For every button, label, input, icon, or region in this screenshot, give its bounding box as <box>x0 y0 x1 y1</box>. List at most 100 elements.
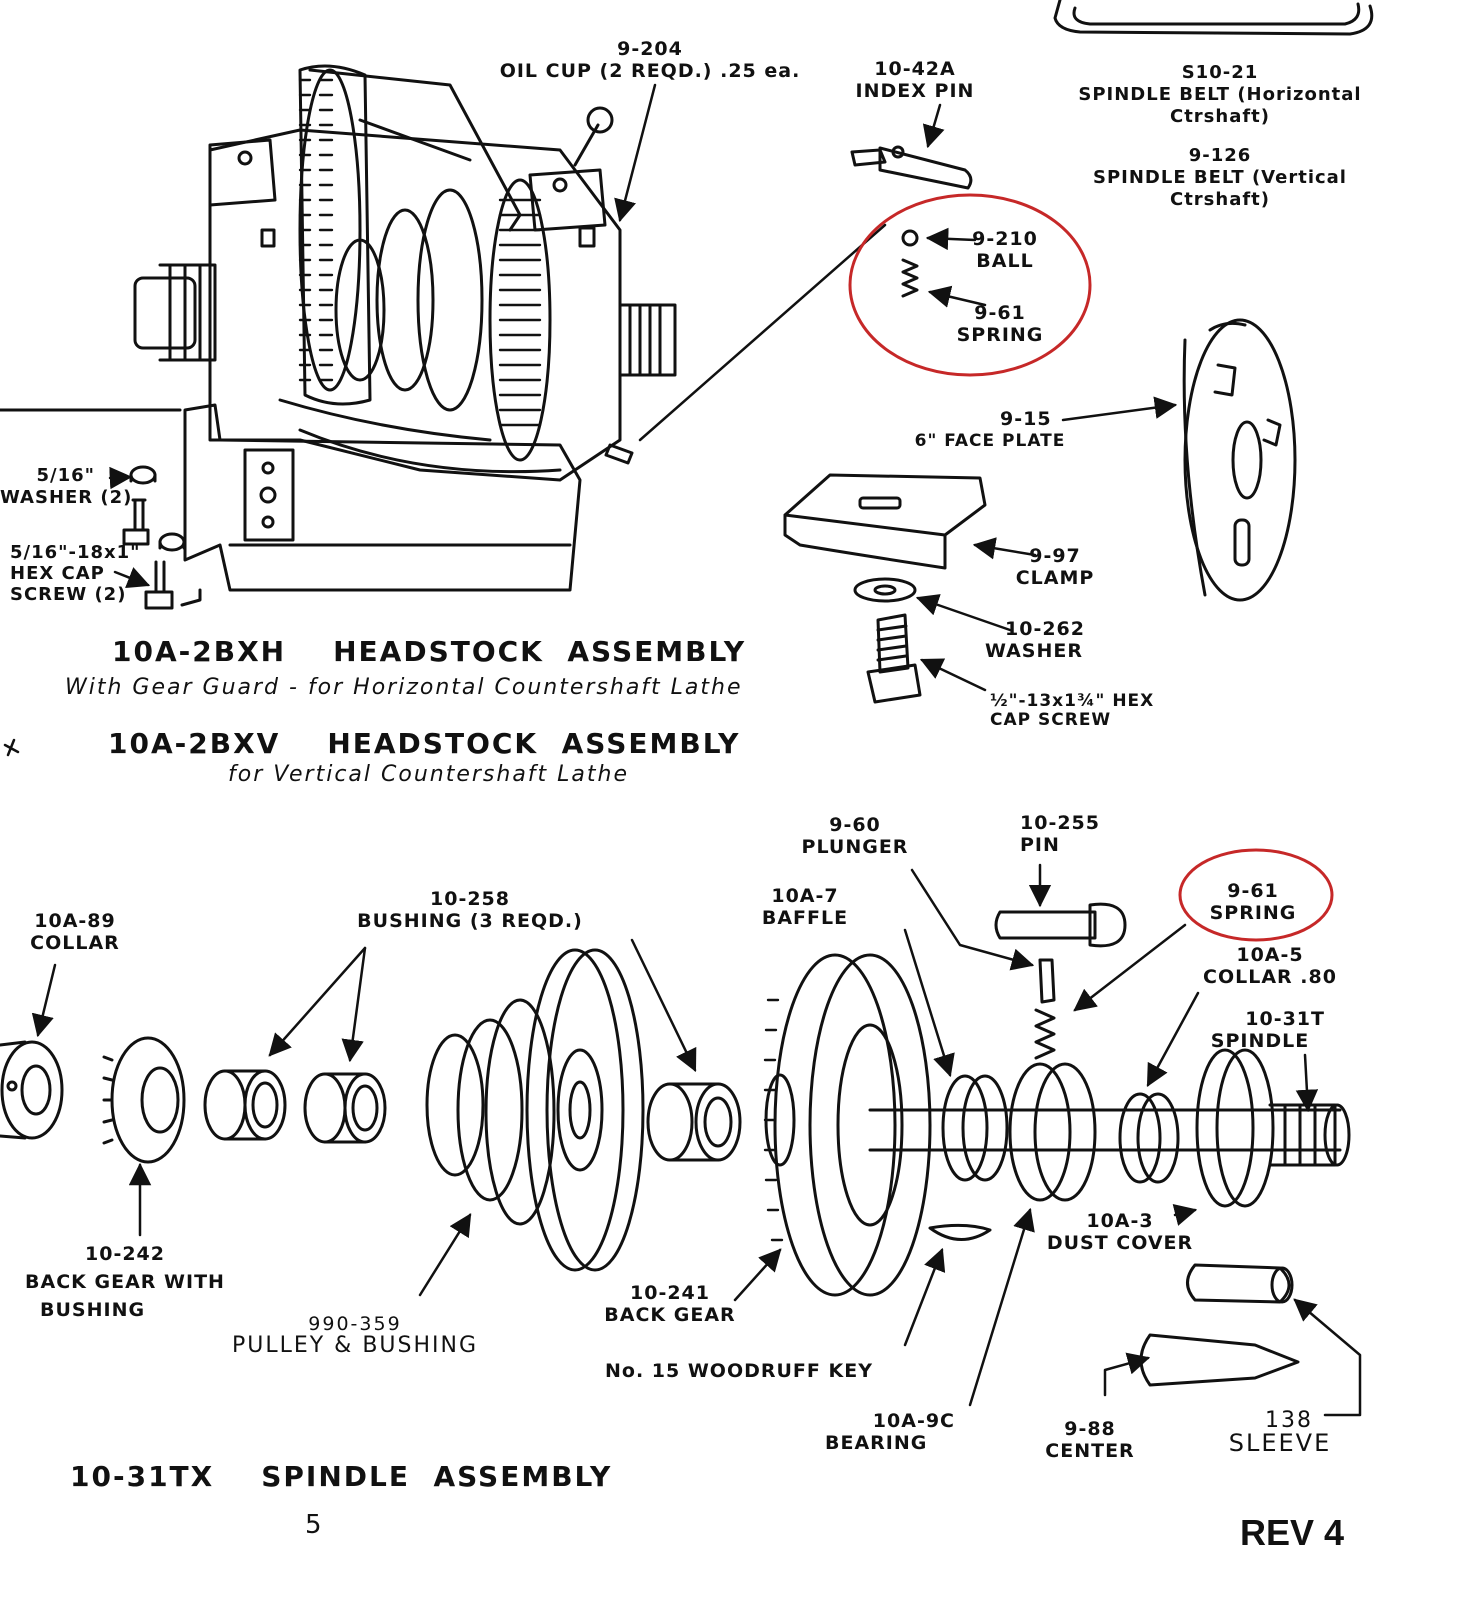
center-drawing <box>1139 1333 1300 1387</box>
spindle-belt-drawing <box>1053 0 1374 36</box>
part-description: INDEX PIN <box>855 80 975 102</box>
part-description: CLAMP <box>1015 567 1095 589</box>
part-description: OIL CUP (2 REQD.) .25 ea. <box>499 60 801 82</box>
revision-label: REV 4 <box>1240 1512 1345 1553</box>
label-spring-headstock: 9-61 SPRING <box>945 302 1055 346</box>
part-description: 6" FACE PLATE <box>914 431 1066 451</box>
part-number: 9-61 <box>1227 880 1279 902</box>
label-bushing: 10-258 BUSHING (3 REQD.) <box>345 888 595 932</box>
part-number: 9-88 <box>1064 1418 1116 1440</box>
index-pin-drawing <box>850 145 973 190</box>
part-number: 9-126 <box>1188 145 1252 166</box>
page-number: 5 <box>305 1510 322 1540</box>
part-number: 10-42A <box>874 58 956 80</box>
part-number: 10-242 <box>85 1243 165 1265</box>
back-gear-drawing <box>763 953 932 1297</box>
label-spring-spindle: 9-61 SPRING <box>1198 880 1308 924</box>
screw-description: HEX CAP <box>10 563 105 584</box>
part-number: 10-258 <box>430 888 510 910</box>
part-number: 9-60 <box>829 814 881 836</box>
label-sleeve: 138 SLEEVE <box>1215 1410 1345 1457</box>
ball-spring-drawing <box>901 229 919 298</box>
part-description-cont: Ctrshaft) <box>1169 189 1271 210</box>
part-number: 9-61 <box>974 302 1026 324</box>
label-baffle: 10A-7 BAFFLE <box>755 885 855 929</box>
label-center: 9-88 CENTER <box>1040 1418 1140 1462</box>
screw-description-cont: SCREW (2) <box>10 584 127 605</box>
collar-left-drawing <box>0 1040 64 1140</box>
label-washer: 10-262 WASHER <box>985 618 1105 662</box>
part-description: SPRING <box>1209 902 1297 924</box>
part-number: 990-359 <box>308 1313 402 1335</box>
label-clamp: 9-97 CLAMP <box>1005 545 1105 589</box>
label-collar-right: 10A-5 COLLAR .80 <box>1195 944 1345 988</box>
pin-drawing <box>994 902 1127 948</box>
plunger-spring-drawing <box>1034 958 1056 1060</box>
label-oil-cup: 9-204 OIL CUP (2 REQD.) .25 ea. <box>495 38 805 82</box>
hex-cap-screw-drawing <box>866 613 922 704</box>
part-number: 9-210 <box>972 228 1038 250</box>
label-back-gear-bushing: 10-242 BACK GEAR WITH BUSHING <box>10 1240 240 1324</box>
label-spindle-belt-horizontal: S10-21 SPINDLE BELT (Horizontal Ctrshaft… <box>1070 62 1370 128</box>
part-description: DUST COVER <box>1046 1232 1194 1254</box>
label-woodruff-key: No. 15 WOODRUFF KEY <box>605 1360 873 1382</box>
label-spindle-belt-vertical: 9-126 SPINDLE BELT (Vertical Ctrshaft) <box>1080 145 1360 211</box>
part-description: BALL <box>976 250 1034 272</box>
highlight-circle-headstock-spring <box>848 193 1092 377</box>
label-dust-cover: 10A-3 DUST COVER <box>1045 1210 1195 1254</box>
woodruff-key-drawing <box>928 1223 992 1241</box>
part-number: 10-262 <box>1005 618 1085 640</box>
label-plunger: 9-60 PLUNGER <box>800 814 910 858</box>
washer-description: WASHER (2) <box>0 487 133 508</box>
headstock-title-vertical: 10A-2BXV HEADSTOCK ASSEMBLY <box>108 727 741 760</box>
part-number: 9-97 <box>1029 545 1081 567</box>
headstock-subtitle-horizontal: With Gear Guard - for Horizontal Counter… <box>65 675 743 700</box>
part-description: PLUNGER <box>801 836 909 858</box>
label-small-screw: 5/16"-18x1" HEX CAP SCREW (2) <box>10 542 141 605</box>
label-hex-cap-screw: ½"-13x1¾" HEX CAP SCREW <box>990 692 1154 730</box>
label-face-plate: 9-15 6" FACE PLATE <box>890 408 1090 452</box>
screw-size: 5/16"-18x1" <box>10 542 141 563</box>
part-description: CENTER <box>1045 1440 1135 1462</box>
part-description: COLLAR <box>30 932 120 954</box>
headstock-drawing <box>0 64 677 607</box>
part-description: SLEEVE <box>1228 1429 1332 1457</box>
label-index-pin: 10-42A INDEX PIN <box>830 58 1000 102</box>
part-description: BAFFLE <box>761 907 849 929</box>
highlight-circle-spindle-spring <box>1178 848 1334 942</box>
label-pulley: 990-359 PULLEY & BUSHING <box>215 1313 495 1357</box>
part-number: 9-204 <box>617 38 683 60</box>
pulley-drawing <box>425 948 645 1272</box>
label-bearing: 10A-9C BEARING <box>825 1410 955 1454</box>
part-number: 10A-7 <box>771 885 839 907</box>
part-number: 10-31T <box>1245 1008 1325 1030</box>
part-description: BACK GEAR <box>604 1304 736 1326</box>
screw-size: ½"-13x1¾" HEX <box>990 691 1155 711</box>
part-number: S10-21 <box>1181 62 1259 83</box>
spindle-assembly-title: 10-31TX SPINDLE ASSEMBLY <box>70 1460 613 1493</box>
clamp-drawing <box>783 473 987 570</box>
part-description: SPINDLE BELT (Horizontal <box>1078 84 1362 105</box>
part-description: SPINDLE BELT (Vertical <box>1093 167 1347 188</box>
part-description: PULLEY & BUSHING <box>231 1333 479 1358</box>
part-description: SPRING <box>956 324 1044 346</box>
part-description-cont: Ctrshaft) <box>1169 106 1271 127</box>
part-description: COLLAR .80 <box>1203 966 1337 988</box>
part-number: 10A-3 <box>1086 1210 1154 1232</box>
headstock-title-horizontal: 10A-2BXH HEADSTOCK ASSEMBLY <box>112 635 747 668</box>
part-description: WASHER <box>985 640 1084 662</box>
part-description-cont: BUSHING <box>40 1299 146 1321</box>
label-pin: 10-255 PIN <box>1020 812 1100 856</box>
bushings-drawing <box>203 1069 742 1162</box>
part-description: SPINDLE <box>1210 1030 1310 1052</box>
sleeve-drawing <box>1186 1263 1294 1304</box>
back-gear-bushing-drawing <box>102 1036 186 1164</box>
part-number: 10-241 <box>630 1282 710 1304</box>
label-collar-left: 10A-89 COLLAR <box>20 910 130 954</box>
part-number: 10A-89 <box>34 910 116 932</box>
part-description: BEARING <box>825 1432 928 1454</box>
headstock-subtitle-vertical: for Vertical Countershaft Lathe <box>228 762 630 787</box>
part-number: 10A-9C <box>872 1410 955 1432</box>
part-number: 10A-5 <box>1236 944 1304 966</box>
